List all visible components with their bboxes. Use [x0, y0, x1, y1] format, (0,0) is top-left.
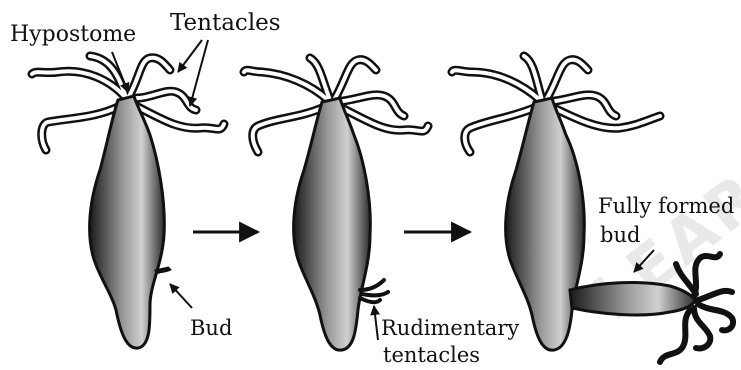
- label-tentacles: Tentacles: [170, 12, 281, 35]
- tentacles-pointer-1: [178, 40, 202, 72]
- label-bud: Bud: [190, 318, 232, 339]
- hydra-stage-2: [244, 58, 428, 350]
- hydra-2-body: [294, 98, 371, 350]
- label-fully-formed: Fully formed: [598, 196, 734, 217]
- hydra-3-fully-formed-bud: [570, 283, 696, 315]
- label-rudimentary: Rudimentary: [381, 318, 519, 339]
- label-rudimentary-tentacles: tentacles: [383, 345, 480, 366]
- hydra-1-body: [90, 96, 165, 348]
- fully-formed-pointer: [634, 250, 654, 272]
- label-fully-formed-bud: bud: [600, 225, 640, 246]
- hydra-3-body: [506, 98, 585, 350]
- label-hypostome: Hypostome: [10, 24, 136, 46]
- tentacles-pointer-2: [190, 40, 208, 106]
- hydra-stage-1: [32, 56, 224, 348]
- bud-pointer: [170, 284, 192, 308]
- rudimentary-pointer: [374, 306, 378, 340]
